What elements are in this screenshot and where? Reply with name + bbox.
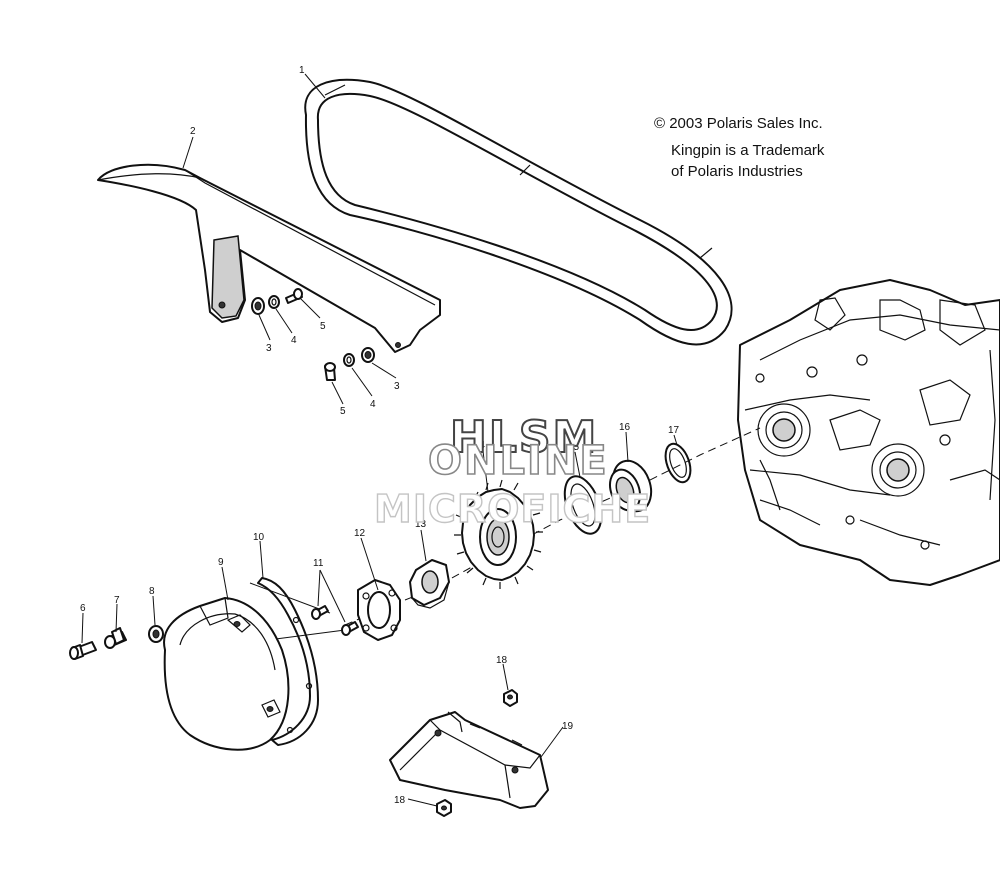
callout-2: 2 bbox=[190, 126, 196, 137]
callout-17: 17 bbox=[668, 425, 680, 436]
nut-18-bottom bbox=[436, 799, 452, 817]
nut-13 bbox=[409, 559, 450, 609]
callout-15: 15 bbox=[568, 442, 580, 453]
copyright-block: © 2003 Polaris Sales Inc. Kingpin is a T… bbox=[654, 115, 825, 180]
callout-12: 12 bbox=[354, 528, 366, 539]
bearing-16 bbox=[609, 459, 653, 513]
bolts-11 bbox=[311, 605, 359, 636]
callout-4-left: 4 bbox=[291, 335, 297, 346]
watermark-line-2: ONLINE bbox=[428, 438, 609, 484]
bushing-8 bbox=[148, 625, 164, 643]
callout-7: 7 bbox=[114, 595, 120, 606]
callout-19: 19 bbox=[562, 721, 574, 732]
callout-13: 13 bbox=[415, 519, 427, 530]
seal-15 bbox=[563, 475, 603, 535]
drive-belt bbox=[304, 78, 733, 346]
callout-16: 16 bbox=[619, 422, 631, 433]
engine-case bbox=[737, 279, 1000, 586]
trademark-line-1: Kingpin is a Trademark bbox=[671, 142, 825, 159]
cover-9 bbox=[163, 597, 290, 751]
callout-9: 9 bbox=[218, 557, 224, 568]
callout-1: 1 bbox=[299, 65, 305, 76]
sprocket-14 bbox=[454, 479, 543, 589]
trademark-line-2: of Polaris Industries bbox=[671, 163, 803, 180]
callout-11: 11 bbox=[313, 558, 324, 569]
callout-18-bottom: 18 bbox=[394, 795, 406, 806]
callout-5-right: 5 bbox=[340, 406, 346, 417]
callout-8: 8 bbox=[149, 586, 155, 597]
callout-10: 10 bbox=[253, 532, 265, 543]
upper-belt-guard bbox=[97, 163, 441, 353]
watermark-line-1: HLSM bbox=[450, 412, 598, 463]
lower-guard-19 bbox=[389, 711, 549, 809]
callout-3-right: 3 bbox=[394, 381, 400, 392]
copyright-line: © 2003 Polaris Sales Inc. bbox=[654, 115, 823, 132]
screw-7 bbox=[104, 627, 127, 649]
callout-5-left: 5 bbox=[320, 321, 326, 332]
leader-lines bbox=[81, 73, 678, 807]
hardware-right bbox=[324, 347, 375, 381]
oring-17 bbox=[664, 442, 692, 484]
callout-18-top: 18 bbox=[496, 655, 508, 666]
hardware-left bbox=[251, 288, 303, 315]
callout-3-left: 3 bbox=[266, 343, 272, 354]
screw-6 bbox=[69, 641, 97, 660]
callout-labels: 1 2 3 4 5 3 4 5 6 7 8 9 10 11 12 13 14 1… bbox=[80, 65, 680, 806]
nut-18-top bbox=[503, 689, 518, 707]
callout-6: 6 bbox=[80, 603, 86, 614]
retainer-plate-12 bbox=[357, 579, 401, 641]
watermark-line-3: MICROFICHE bbox=[374, 487, 651, 531]
callout-4-right: 4 bbox=[370, 399, 376, 410]
watermark: HLSM ONLINE MICROFICHE bbox=[373, 411, 651, 532]
gasket-10 bbox=[257, 577, 319, 746]
callout-14: 14 bbox=[474, 440, 486, 451]
